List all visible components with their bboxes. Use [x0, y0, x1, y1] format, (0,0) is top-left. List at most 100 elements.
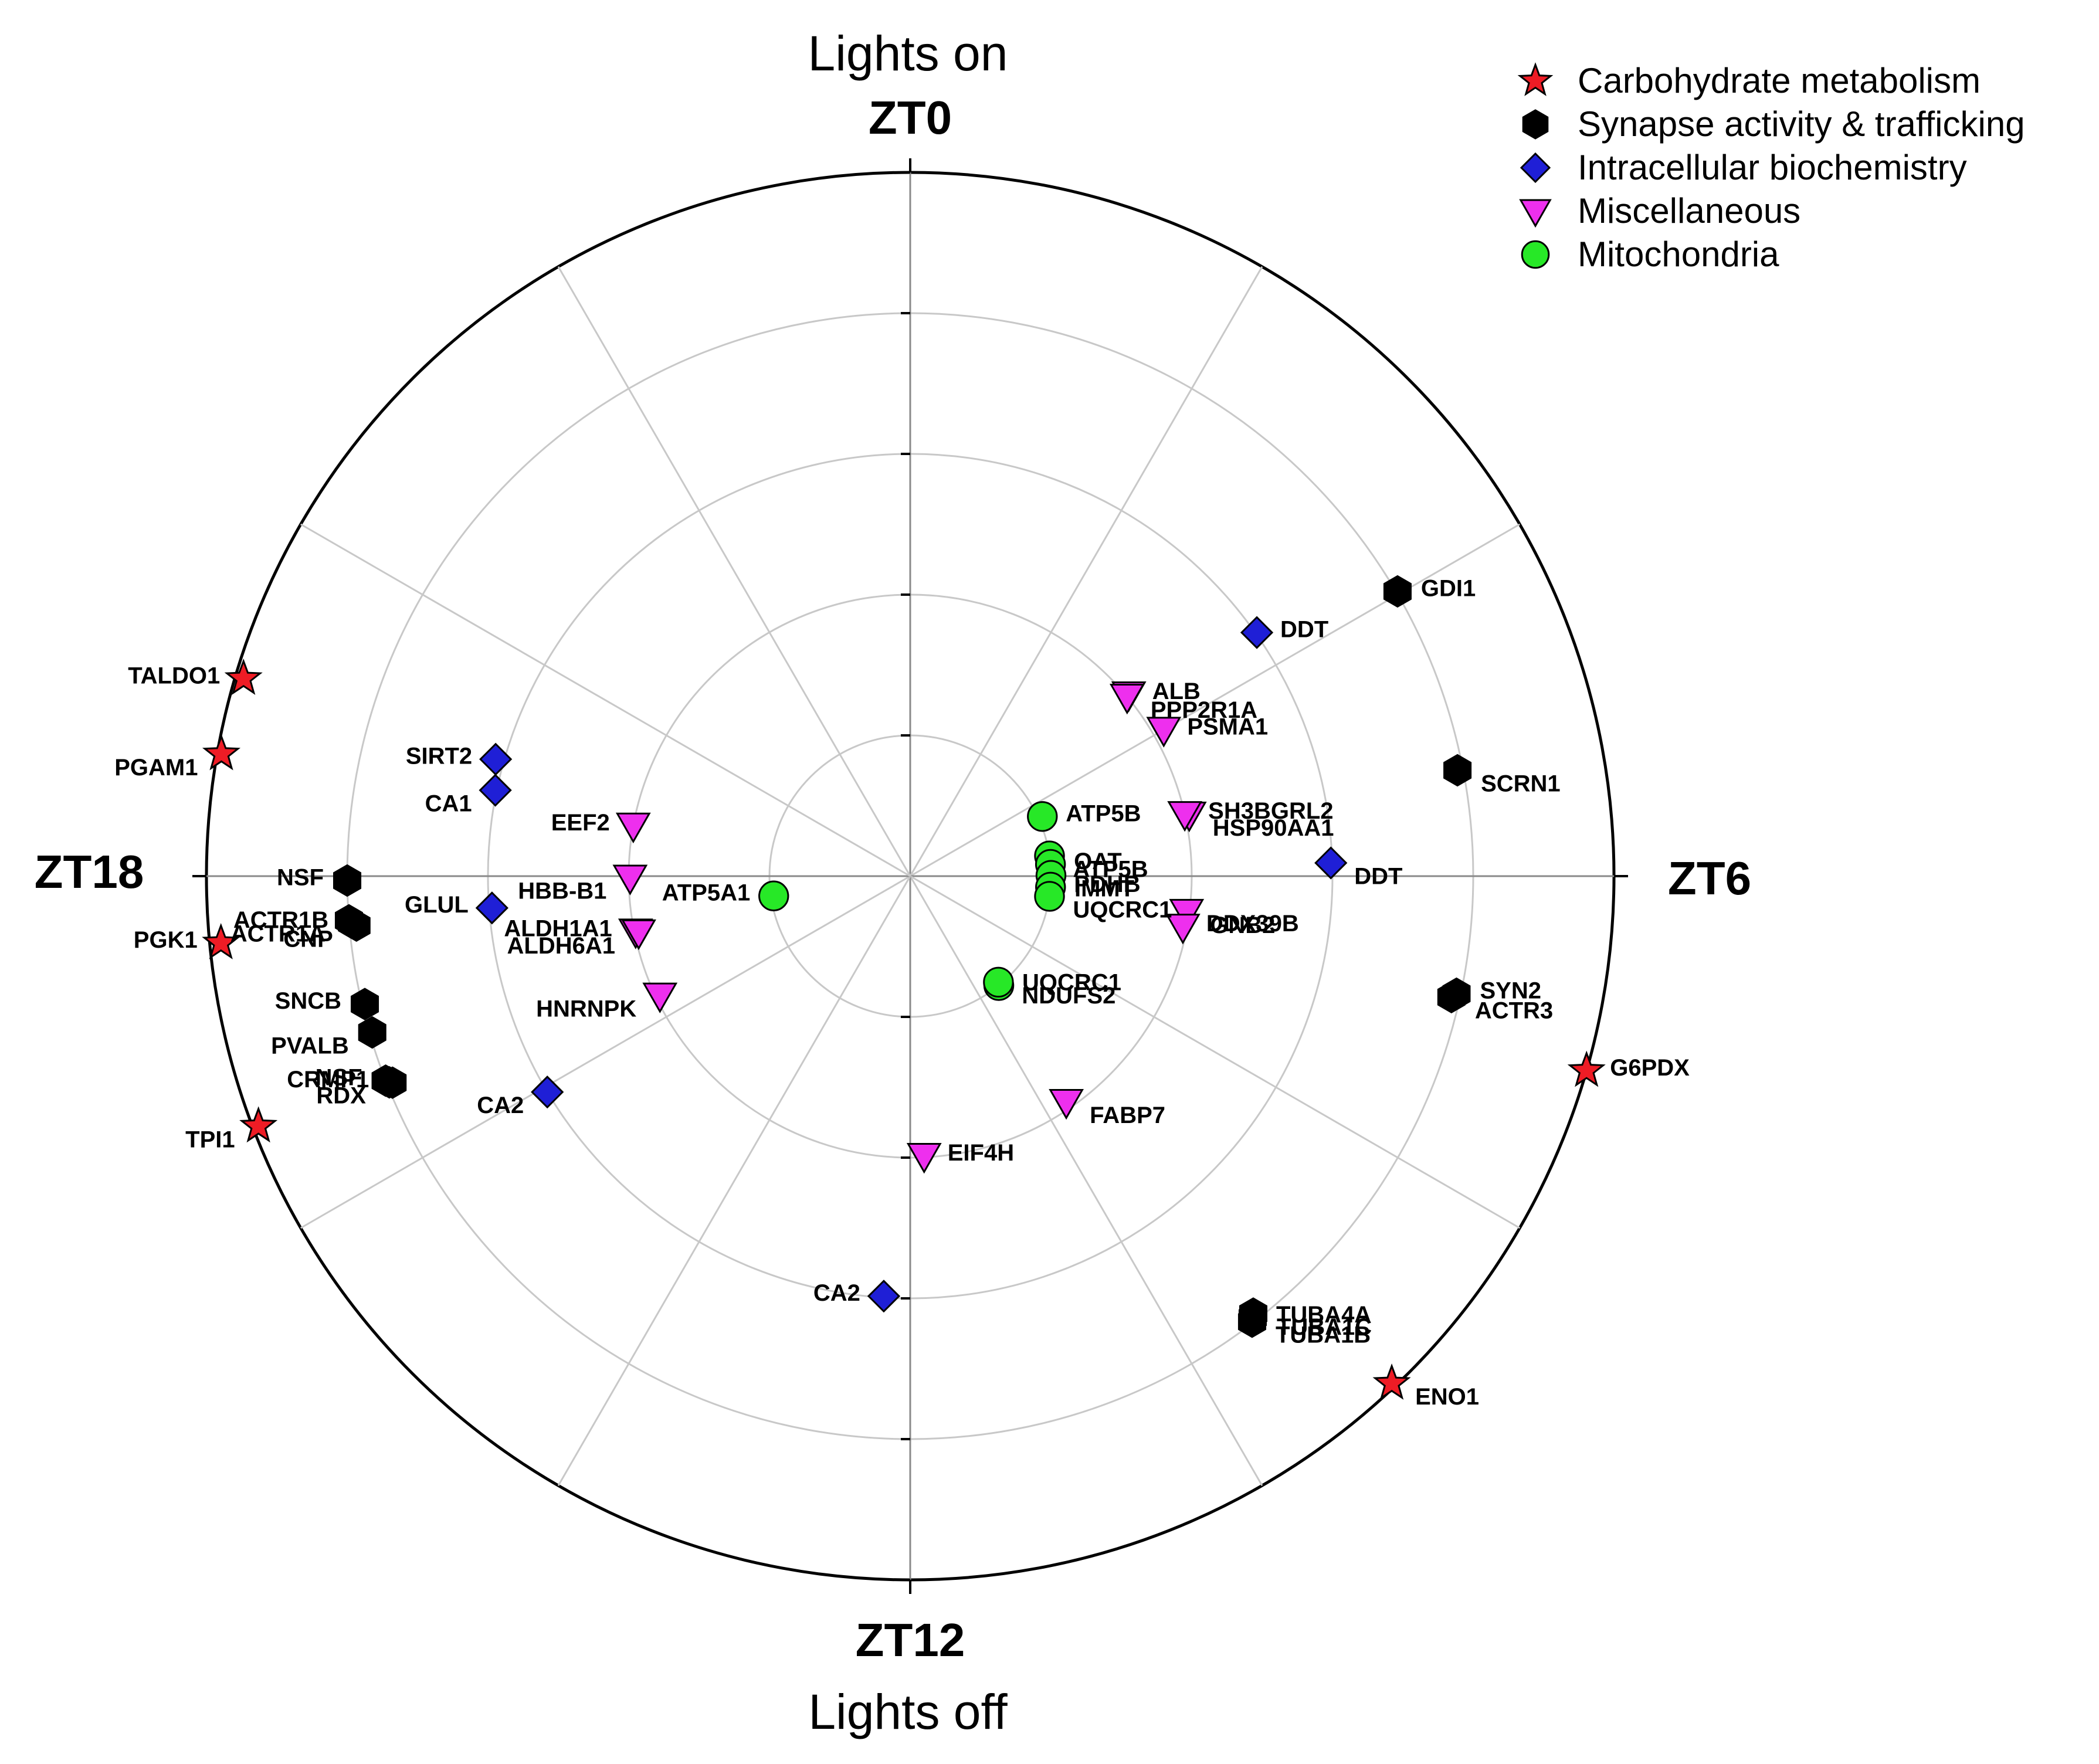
legend-marker: [1517, 62, 1554, 96]
point-label: RDX: [316, 1083, 366, 1109]
legend-label: Intracellular biochemistry: [1578, 148, 1967, 187]
data-point: [358, 1016, 386, 1049]
point-label: EEF2: [551, 810, 610, 836]
legend-marker: [1520, 152, 1551, 184]
point-label: GLUL: [405, 892, 469, 918]
point-label: CRMP1: [287, 1067, 369, 1093]
data-point: [1383, 575, 1412, 608]
data-point: [475, 891, 508, 925]
legend-marker: [1522, 109, 1549, 140]
legend-label: Carbohydrate metabolism: [1578, 61, 1981, 100]
point-label: FABP7: [1090, 1102, 1165, 1128]
zt-label-6: ZT6: [1668, 852, 1751, 904]
point-label: CNP: [283, 926, 333, 952]
point-label: SYN2: [1480, 978, 1541, 1004]
data-point: [1027, 801, 1058, 832]
point-label: TUBA1C: [1277, 1314, 1372, 1340]
data-point: [351, 988, 379, 1020]
point-label: SIRT2: [406, 744, 472, 769]
data-point: [1567, 1050, 1606, 1087]
data-point: [202, 922, 240, 959]
point-label: TALDO1: [128, 663, 220, 688]
angular-grid-spoke: [300, 875, 911, 1229]
data-point: [333, 864, 362, 897]
point-label: G6PDX: [1610, 1055, 1690, 1081]
zt-label-12: ZT12: [856, 1614, 965, 1666]
point-label: ATP5B: [1073, 857, 1148, 883]
point-label: ACTR1B: [233, 907, 328, 933]
point-label: ALDH1A1: [504, 915, 612, 941]
data-point: [615, 812, 651, 844]
data-point: [867, 1280, 901, 1313]
point-label: PGK1: [134, 927, 198, 953]
point-label: HSP90AA1: [1213, 815, 1334, 841]
point-label: NSF: [277, 865, 324, 891]
series-1: GDI1SCRN1SYN2ACTR3NSFACTR1AACTR1BCNPSNCB…: [230, 575, 1561, 1348]
title-lights-off: Lights off: [808, 1684, 1008, 1739]
angular-grid-spoke: [910, 875, 1520, 1229]
point-label: TUBA1B: [1276, 1322, 1371, 1348]
angular-grid-spoke: [557, 266, 911, 877]
point-label: NDUFS2: [1022, 983, 1115, 1009]
series-3: ALBPPP2R1APSMA1HSP90AA1SH3BGRL2GNB2DDX39…: [504, 679, 1334, 1174]
point-label: ALDH6A1: [507, 933, 615, 959]
point-label: DDT: [1280, 617, 1328, 643]
data-point: [479, 742, 513, 776]
data-point: [1437, 981, 1466, 1014]
data-point: [1049, 1089, 1084, 1120]
point-label: HBB-B1: [518, 878, 606, 904]
data-point: [224, 659, 263, 695]
point-label: PVALB: [271, 1033, 349, 1059]
point-label: ACTR3: [1475, 998, 1553, 1023]
data-point: [1239, 1297, 1267, 1330]
legend-label: Miscellaneous: [1578, 191, 1800, 230]
point-label: OAT: [1074, 849, 1121, 874]
point-label: GNB2: [1210, 912, 1275, 938]
point-label: PGAM1: [114, 755, 198, 781]
point-label: CA2: [477, 1093, 524, 1118]
data-point: [642, 982, 678, 1013]
point-label: DDT: [1354, 863, 1402, 889]
data-point: [342, 909, 371, 942]
point-label: ACTR1A: [230, 921, 325, 947]
point-label: SCRN1: [1481, 771, 1561, 796]
data-point: [1443, 754, 1472, 787]
point-label: SNCB: [275, 988, 341, 1014]
legend-marker: [1521, 240, 1550, 269]
point-label: EIF4H: [948, 1140, 1014, 1166]
data-point: [479, 774, 512, 807]
angular-grid-spoke: [909, 876, 1263, 1486]
point-label: SH3BGRL2: [1208, 798, 1333, 824]
data-point: [1109, 684, 1145, 715]
point-label: ATP5A1: [662, 880, 750, 906]
data-point: [239, 1106, 278, 1143]
zt-label-18: ZT18: [35, 846, 144, 898]
data-point: [621, 919, 656, 951]
point-label: TUBA4A: [1276, 1302, 1371, 1328]
legend-marker: [1519, 199, 1552, 228]
zt-label-0: ZT0: [869, 91, 952, 144]
data-point: [202, 734, 241, 771]
point-label: ATP5B: [1066, 800, 1141, 826]
data-point: [1167, 801, 1203, 832]
point-label: TPI1: [185, 1127, 235, 1153]
point-label: PSMA1: [1187, 714, 1268, 739]
data-point: [1240, 616, 1274, 649]
data-point: [1146, 717, 1182, 748]
angular-grid-spoke: [909, 266, 1263, 877]
point-label: UQCRC1: [1022, 970, 1121, 996]
point-label: PDHB: [1074, 871, 1140, 897]
data-point: [758, 880, 789, 911]
point-label: NSF: [316, 1065, 362, 1091]
angular-grid-spoke: [557, 876, 911, 1486]
legend-label: Mitochondria: [1578, 235, 1779, 274]
point-label: GDI1: [1421, 575, 1476, 601]
point-label: ENO1: [1415, 1384, 1479, 1410]
data-point: [906, 1143, 942, 1174]
data-point: [378, 1066, 407, 1099]
